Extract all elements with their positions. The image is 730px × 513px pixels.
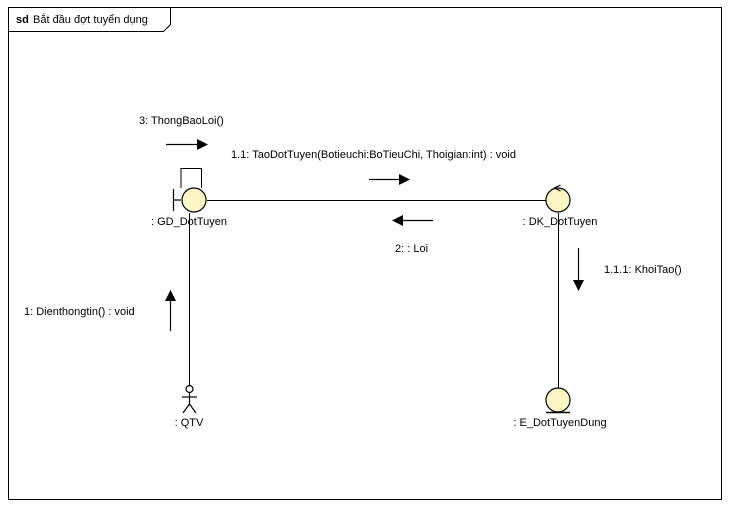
self-link-loop [180,168,202,188]
actor-head [185,384,194,394]
message-create-label: 1.1: TaoDotTuyen(Botieuchi:BoTieuChi, Th… [231,149,516,161]
control-arrowhead [553,184,561,192]
message-error-notify-label: 3: ThongBaoLoi() [139,115,224,127]
boundary-icon [181,187,207,213]
message-error-notify[interactable]: 3: ThongBaoLoi() [139,115,224,150]
actor-object[interactable]: : QTV [175,384,204,430]
message-input-arrowhead [165,290,176,301]
message-init-label: 1.1.1: KhoiTao() [604,264,682,276]
message-error-arrowhead [392,215,403,226]
entity-icon [545,387,571,413]
message-init[interactable]: 1.1.1: KhoiTao() [573,248,682,291]
boundary-object[interactable]: : GD_DotTuyen [151,168,227,229]
actor-left-leg [182,403,190,414]
message-error-label: 2: : Loi [395,243,428,255]
control-object[interactable]: : DK_DotTuyen [523,184,598,228]
actor-label: : QTV [175,417,204,429]
message-create-arrowhead [399,174,410,185]
actor-right-leg [189,403,197,414]
message-error-notify-arrowhead [197,139,208,150]
frame-title-tab [8,7,171,32]
control-label: : DK_DotTuyen [523,216,598,228]
message-input-label: 1: Dienthongtin() : void [24,306,135,318]
boundary-label: : GD_DotTuyen [151,216,227,228]
message-init-arrowhead [573,280,584,291]
frame-keyword: sd [16,14,29,26]
message-create[interactable]: 1.1: TaoDotTuyen(Botieuchi:BoTieuChi, Th… [231,149,516,185]
control-icon [545,187,571,213]
frame-title: Bắt đầu đợt tuyển dụng [33,13,148,26]
frame-border [8,7,722,500]
entity-object[interactable]: : E_DotTuyenDung [513,387,607,429]
message-input[interactable]: 1: Dienthongtin() : void [24,290,176,331]
message-error[interactable]: 2: : Loi [392,215,433,255]
entity-label: : E_DotTuyenDung [513,417,606,429]
